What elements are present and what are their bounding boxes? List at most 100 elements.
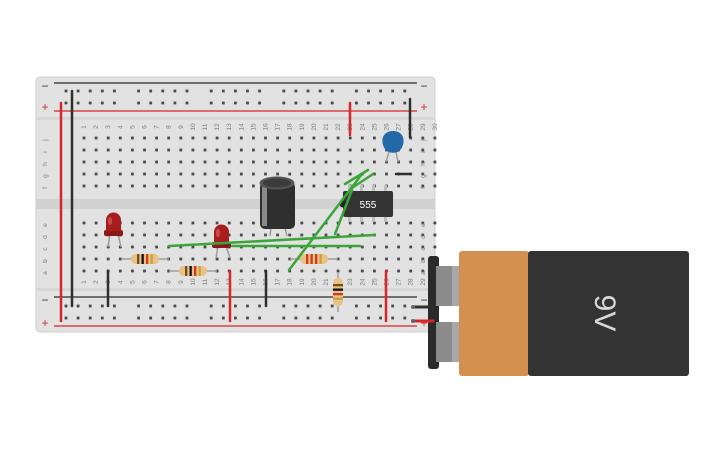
breadboard-hole[interactable] xyxy=(94,257,98,261)
rail-hole[interactable] xyxy=(258,89,261,93)
rail-hole[interactable] xyxy=(161,89,165,93)
rail-hole[interactable] xyxy=(64,304,68,308)
breadboard-hole[interactable] xyxy=(252,221,255,225)
breadboard-hole[interactable] xyxy=(433,221,437,225)
breadboard-hole[interactable] xyxy=(94,269,98,273)
breadboard-hole[interactable] xyxy=(252,184,255,188)
rail-hole[interactable] xyxy=(149,316,153,320)
rail-hole[interactable] xyxy=(367,304,370,308)
rail-hole[interactable] xyxy=(149,304,153,308)
rail-hole[interactable] xyxy=(379,316,382,320)
breadboard-hole[interactable] xyxy=(215,269,219,273)
rail-hole[interactable] xyxy=(185,89,189,93)
breadboard-hole[interactable] xyxy=(227,221,231,225)
breadboard-hole[interactable] xyxy=(421,233,425,237)
rail-hole[interactable] xyxy=(149,89,153,93)
rail-hole[interactable] xyxy=(306,316,310,320)
breadboard-hole[interactable] xyxy=(215,136,219,140)
breadboard-hole[interactable] xyxy=(397,269,400,273)
breadboard-hole[interactable] xyxy=(106,148,110,152)
breadboard-hole[interactable] xyxy=(143,148,146,152)
rail-hole[interactable] xyxy=(330,101,334,105)
breadboard-hole[interactable] xyxy=(215,148,219,152)
breadboard-hole[interactable] xyxy=(324,148,328,152)
rail-hole[interactable] xyxy=(391,101,395,105)
breadboard-hole[interactable] xyxy=(155,245,158,249)
breadboard-hole[interactable] xyxy=(385,257,388,261)
breadboard-hole[interactable] xyxy=(336,136,340,140)
breadboard-hole[interactable] xyxy=(131,160,134,164)
rail-hole[interactable] xyxy=(100,304,104,308)
breadboard-hole[interactable] xyxy=(373,257,376,261)
breadboard-hole[interactable] xyxy=(324,160,328,164)
breadboard-hole[interactable] xyxy=(312,221,316,225)
breadboard-hole[interactable] xyxy=(239,148,243,152)
rail-hole[interactable] xyxy=(76,304,80,308)
breadboard-hole[interactable] xyxy=(143,184,146,188)
breadboard-hole[interactable] xyxy=(155,160,158,164)
rail-hole[interactable] xyxy=(173,304,177,308)
breadboard-hole[interactable] xyxy=(373,136,376,140)
breadboard-hole[interactable] xyxy=(143,269,146,273)
rail-hole[interactable] xyxy=(282,89,286,93)
breadboard-hole[interactable] xyxy=(179,160,183,164)
breadboard-hole[interactable] xyxy=(336,172,340,176)
breadboard-hole[interactable] xyxy=(336,257,340,261)
breadboard-hole[interactable] xyxy=(82,269,86,273)
rail-hole[interactable] xyxy=(113,101,116,105)
breadboard-hole[interactable] xyxy=(360,257,364,261)
breadboard-hole[interactable] xyxy=(179,136,183,140)
breadboard-hole[interactable] xyxy=(155,233,158,237)
breadboard-hole[interactable] xyxy=(118,269,122,273)
breadboard-hole[interactable] xyxy=(82,245,86,249)
rail-hole[interactable] xyxy=(100,89,104,93)
breadboard-hole[interactable] xyxy=(312,233,316,237)
breadboard-hole[interactable] xyxy=(433,148,437,152)
breadboard-hole[interactable] xyxy=(227,148,231,152)
breadboard-hole[interactable] xyxy=(203,233,207,237)
rail-hole[interactable] xyxy=(137,101,140,105)
breadboard-hole[interactable] xyxy=(167,221,171,225)
rail-hole[interactable] xyxy=(76,316,80,320)
breadboard-hole[interactable] xyxy=(179,148,183,152)
breadboard-hole[interactable] xyxy=(106,257,110,261)
breadboard-hole[interactable] xyxy=(94,184,98,188)
breadboard-hole[interactable] xyxy=(94,245,98,249)
breadboard-hole[interactable] xyxy=(409,184,413,188)
rail-hole[interactable] xyxy=(88,101,92,105)
breadboard-hole[interactable] xyxy=(360,160,364,164)
breadboard-hole[interactable] xyxy=(106,172,110,176)
breadboard-hole[interactable] xyxy=(131,221,134,225)
breadboard-hole[interactable] xyxy=(227,233,231,237)
breadboard-hole[interactable] xyxy=(227,184,231,188)
rail-hole[interactable] xyxy=(221,89,225,93)
breadboard-hole[interactable] xyxy=(397,245,400,249)
ceramic-capacitor[interactable] xyxy=(382,131,404,163)
breadboard-hole[interactable] xyxy=(385,245,388,249)
breadboard-hole[interactable] xyxy=(276,257,279,261)
breadboard-hole[interactable] xyxy=(118,184,122,188)
breadboard-hole[interactable] xyxy=(360,245,364,249)
rail-hole[interactable] xyxy=(113,89,116,93)
rail-hole[interactable] xyxy=(173,89,177,93)
rail-hole[interactable] xyxy=(113,304,116,308)
breadboard-hole[interactable] xyxy=(373,172,376,176)
breadboard-hole[interactable] xyxy=(191,245,195,249)
breadboard-hole[interactable] xyxy=(324,269,328,273)
breadboard-hole[interactable] xyxy=(143,233,146,237)
breadboard-hole[interactable] xyxy=(131,269,134,273)
rail-hole[interactable] xyxy=(330,304,334,308)
breadboard-hole[interactable] xyxy=(373,148,376,152)
breadboard-hole[interactable] xyxy=(203,221,207,225)
breadboard-hole[interactable] xyxy=(167,160,171,164)
breadboard-hole[interactable] xyxy=(312,136,316,140)
breadboard-hole[interactable] xyxy=(360,148,364,152)
breadboard-hole[interactable] xyxy=(348,221,352,225)
rail-hole[interactable] xyxy=(64,89,68,93)
breadboard-hole[interactable] xyxy=(239,233,243,237)
breadboard-hole[interactable] xyxy=(300,160,304,164)
battery-9v[interactable]: 9V xyxy=(411,251,689,376)
rail-hole[interactable] xyxy=(185,316,189,320)
breadboard-hole[interactable] xyxy=(336,160,340,164)
breadboard-hole[interactable] xyxy=(82,172,86,176)
